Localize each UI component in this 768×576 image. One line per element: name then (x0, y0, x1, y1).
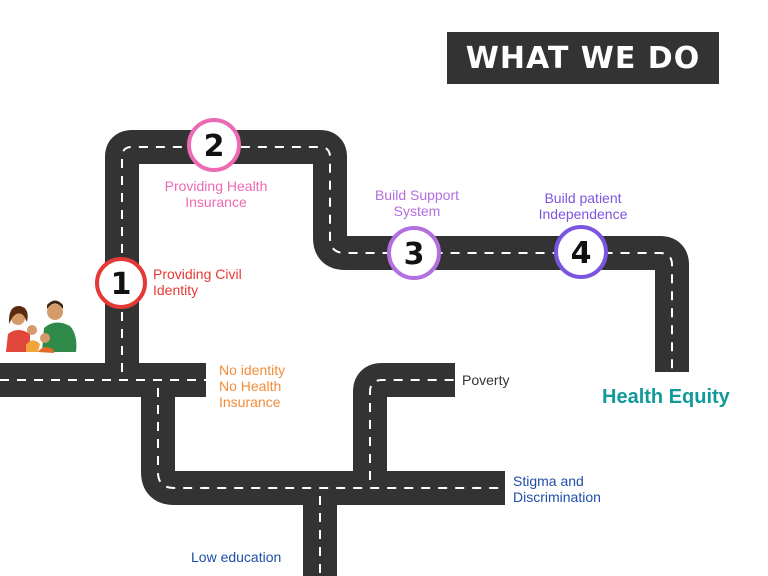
step-label-line: Identity (153, 282, 199, 298)
step-marker-3: 3 (387, 226, 441, 280)
step-label-line: Build patient (544, 190, 622, 206)
barrier-label-line: Insurance (219, 394, 281, 410)
page-title: WHAT WE DO (465, 40, 701, 76)
step-number: 3 (404, 237, 425, 272)
step-label-2: Providing Health Insurance (160, 178, 272, 210)
barrier-label-poverty: Poverty (462, 372, 509, 388)
barrier-label-line: Poverty (462, 372, 510, 388)
step-label-4: Build patient Independence (528, 190, 638, 222)
step-number: 1 (111, 267, 132, 302)
barrier-label-stigma: Stigma and Discrimination (513, 473, 601, 505)
step-label-3: Build Support System (362, 187, 472, 219)
step-number: 4 (571, 236, 592, 271)
step-label-line: Providing Civil (153, 266, 242, 282)
barrier-label-line: Low education (191, 549, 282, 565)
step-label-1: Providing Civil Identity (153, 266, 242, 298)
goal-label: Health Equity (602, 386, 730, 408)
family-icon (6, 300, 77, 353)
barrier-label-low-education: Low education (191, 549, 281, 565)
step-label-line: Independence (538, 206, 628, 222)
step-marker-2: 2 (187, 118, 241, 172)
barrier-label-line: No identity (219, 362, 286, 378)
step-label-line: System (393, 203, 441, 219)
title-banner: WHAT WE DO (447, 32, 719, 84)
barrier-label-line: Stigma and (513, 473, 584, 489)
step-label-line: Providing Health (164, 178, 268, 194)
step-label-line: Build Support (374, 187, 460, 203)
road-dashes (0, 146, 673, 576)
step-number: 2 (204, 129, 225, 164)
step-label-line: Insurance (185, 194, 247, 210)
step-marker-4: 4 (554, 225, 608, 279)
barrier-label-no-identity: No identity No Health Insurance (219, 362, 285, 410)
barrier-label-line: Discrimination (513, 489, 601, 505)
step-marker-1: 1 (95, 257, 147, 309)
barrier-label-line: No Health (219, 378, 282, 394)
